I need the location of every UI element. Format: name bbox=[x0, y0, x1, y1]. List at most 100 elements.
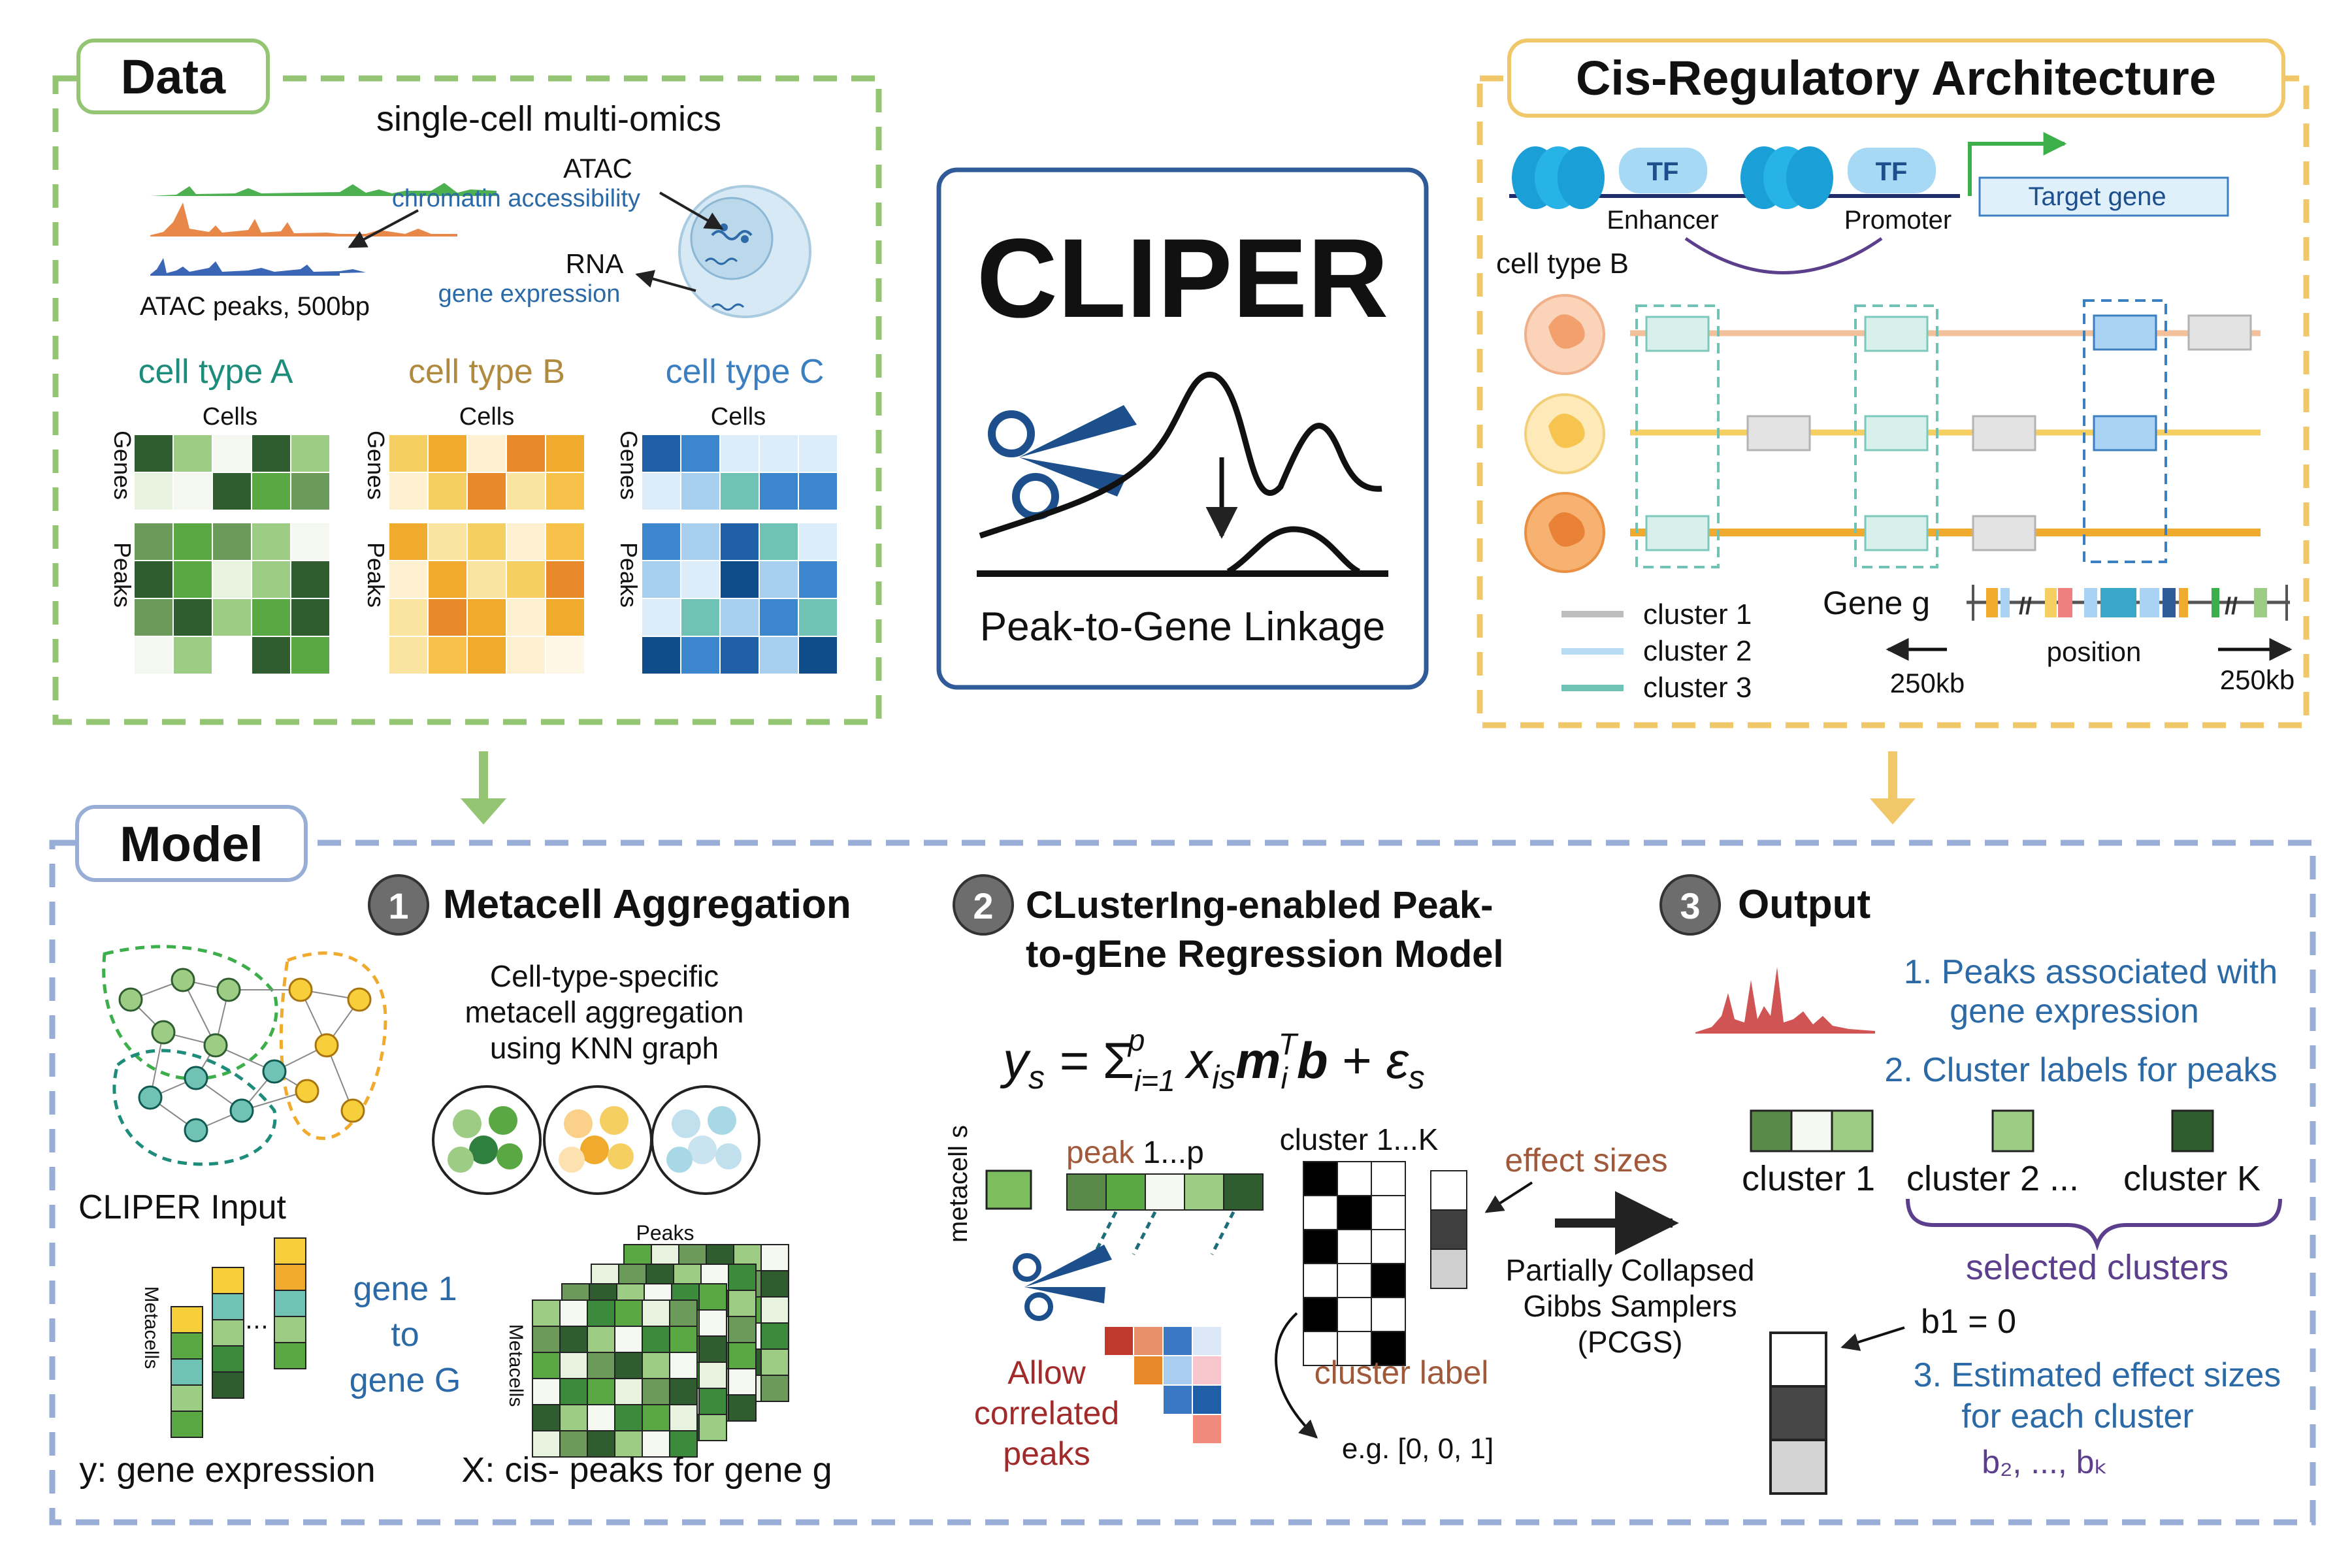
grid-cell bbox=[798, 636, 838, 675]
peak-box bbox=[1864, 415, 1929, 451]
grid-cell bbox=[388, 522, 429, 561]
model-panel-border bbox=[49, 840, 2316, 1526]
grid-cell bbox=[532, 1326, 561, 1353]
grid-cell bbox=[532, 1378, 561, 1405]
grid-cell bbox=[545, 472, 585, 511]
grid-cell bbox=[1371, 1161, 1406, 1196]
output-peak-track bbox=[1695, 967, 1875, 1034]
peak-box bbox=[1864, 515, 1929, 551]
tss-arrow bbox=[1968, 132, 2067, 196]
target-gene-label: Target gene bbox=[2028, 182, 2166, 211]
cluster-assignment-matrix bbox=[1303, 1161, 1406, 1366]
grid-cell bbox=[680, 472, 721, 511]
grid-cell bbox=[1192, 1414, 1222, 1445]
grid-cell bbox=[171, 1306, 203, 1333]
grid-cell bbox=[1337, 1229, 1372, 1264]
loop-arc bbox=[1684, 237, 1883, 274]
grid-cell bbox=[1133, 1326, 1164, 1356]
b1-label: b1 = 0 bbox=[1921, 1303, 2016, 1341]
b-vector-cell bbox=[1769, 1385, 1827, 1441]
grid-cell bbox=[559, 1326, 588, 1353]
grid-cell bbox=[1162, 1326, 1193, 1356]
y-vectors bbox=[171, 1237, 306, 1438]
grid-cell bbox=[698, 1335, 727, 1363]
correlation-matrix bbox=[1103, 1326, 1222, 1445]
left-dist: 250kb bbox=[1890, 668, 1965, 698]
grid-cell bbox=[172, 598, 213, 637]
tracks-to-text-arrow bbox=[348, 209, 419, 248]
grid-cell bbox=[719, 636, 760, 675]
grid-cell bbox=[587, 1378, 615, 1405]
grid-cell bbox=[669, 1378, 698, 1405]
cis-panel-border bbox=[1477, 75, 2310, 728]
grid-cell bbox=[719, 522, 760, 561]
tf1-box bbox=[1619, 148, 1707, 193]
peaks-label-x: Peaks bbox=[636, 1221, 694, 1245]
grid-cell bbox=[212, 1319, 244, 1347]
grid-cell bbox=[212, 1267, 244, 1294]
grid-cell bbox=[290, 560, 331, 599]
peak-box bbox=[1972, 415, 2036, 451]
legend-cluster-1: cluster 1 bbox=[1643, 598, 1752, 630]
gene-range-2: to bbox=[391, 1316, 419, 1354]
grid-cell bbox=[698, 1414, 727, 1441]
grid-cell bbox=[506, 560, 546, 599]
grid-cell bbox=[760, 1296, 789, 1324]
grid-cell bbox=[559, 1378, 588, 1405]
genes-label-c: Genes bbox=[615, 431, 642, 500]
grid-cell bbox=[760, 1322, 789, 1350]
grid-cell bbox=[274, 1316, 306, 1343]
grid-cell bbox=[641, 560, 681, 599]
grid-cell bbox=[698, 1283, 727, 1311]
grid-cell bbox=[1223, 1173, 1264, 1211]
grid-cell bbox=[642, 1404, 670, 1431]
grid-cell bbox=[171, 1411, 203, 1438]
grid-cell bbox=[614, 1299, 643, 1327]
cluster3-column-2 bbox=[1854, 304, 1938, 568]
grid-cell bbox=[760, 1375, 789, 1402]
step2-badge bbox=[953, 874, 1014, 936]
grid-cell bbox=[171, 1332, 203, 1360]
gene-bump bbox=[1226, 526, 1361, 575]
step2-title-2: to-gEne Regression Model bbox=[1026, 933, 1504, 975]
grid-cell bbox=[1145, 1173, 1185, 1211]
step1-desc-2: metacell aggregation bbox=[465, 995, 743, 1029]
grid-cell bbox=[614, 1352, 643, 1379]
allow-line-1: Allow bbox=[1007, 1354, 1086, 1391]
grid-cell bbox=[642, 1352, 670, 1379]
grid-cell bbox=[1303, 1331, 1338, 1366]
legend-cluster-3: cluster 3 bbox=[1643, 672, 1752, 704]
peak-box bbox=[1972, 515, 2036, 551]
pcgs-line-2: Gibbs Samplers bbox=[1523, 1289, 1737, 1323]
b-vector-cell bbox=[1769, 1331, 1827, 1388]
grid-cell bbox=[614, 1326, 643, 1353]
genes-label-b: Genes bbox=[363, 431, 389, 500]
enhancer-label: Enhancer bbox=[1607, 206, 1718, 235]
grid-cell bbox=[290, 598, 331, 637]
grid-cell bbox=[212, 1371, 244, 1399]
grid-cell bbox=[641, 434, 681, 473]
cluster1-swatch bbox=[1790, 1109, 1833, 1152]
grid-cell bbox=[559, 1299, 588, 1327]
grid-cell bbox=[587, 1404, 615, 1431]
gene-g-label: Gene g bbox=[1823, 585, 1930, 621]
output-item2: 2. Cluster labels for peaks bbox=[1884, 1051, 2277, 1089]
peak-box bbox=[1864, 316, 1929, 352]
svg-text://: // bbox=[2225, 593, 2238, 619]
grid-cell bbox=[728, 1368, 757, 1396]
cluster1-swatch bbox=[1831, 1109, 1874, 1152]
example-text: e.g. [0, 0, 1] bbox=[1342, 1433, 1494, 1465]
heatmap-a-genes bbox=[133, 434, 331, 511]
grid-cell bbox=[759, 598, 799, 637]
step1-num: 1 bbox=[388, 885, 408, 926]
grid-cell bbox=[641, 522, 681, 561]
metacells-label-x: Metacells bbox=[505, 1324, 527, 1407]
grid-cell bbox=[680, 636, 721, 675]
clusterk-swatch bbox=[2171, 1109, 2214, 1152]
grid-cell bbox=[133, 434, 174, 473]
effect-sizes-label: effect sizes bbox=[1505, 1142, 1667, 1179]
grid-cell bbox=[1192, 1384, 1222, 1415]
cell-type-b-label: cell type B bbox=[408, 353, 565, 391]
grid-cell bbox=[172, 636, 213, 675]
